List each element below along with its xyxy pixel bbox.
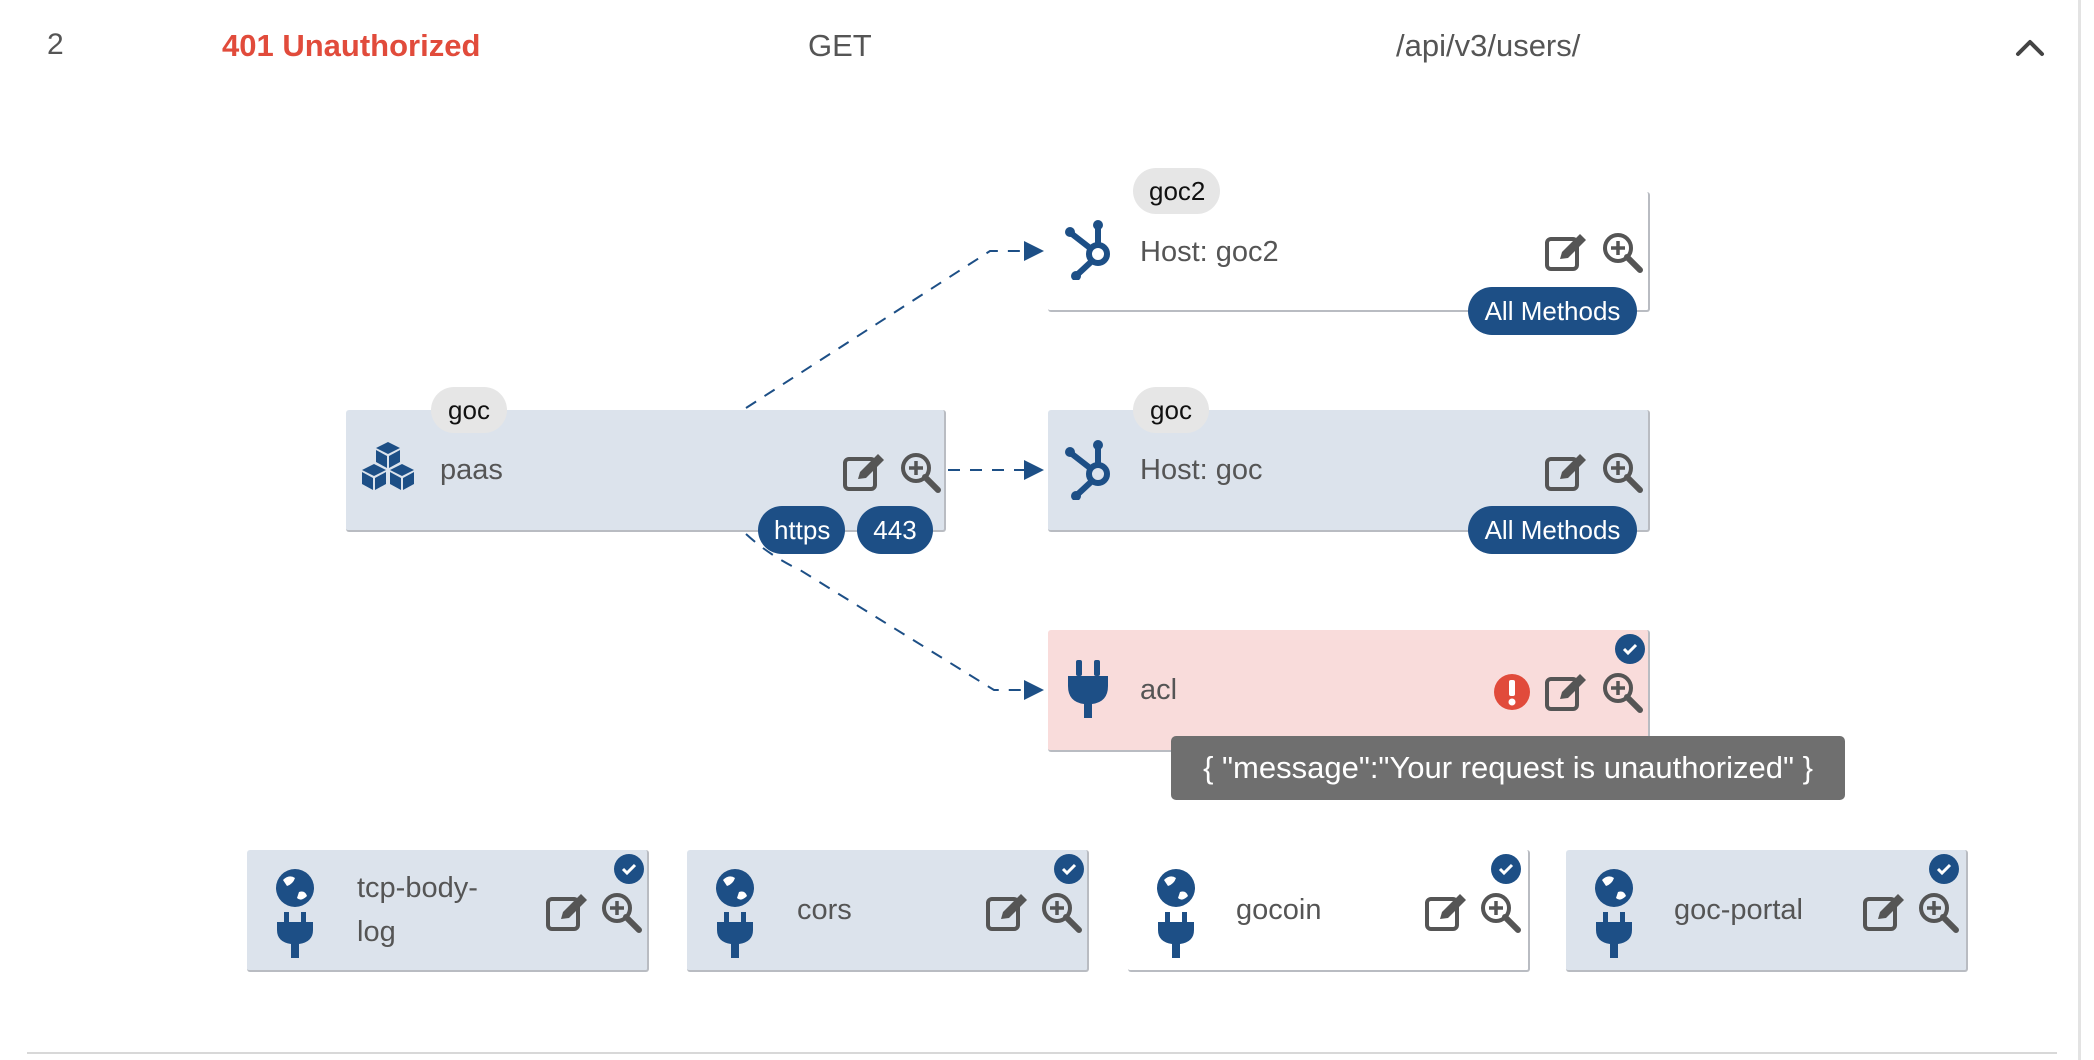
enabled-check-icon (1929, 854, 1959, 884)
enabled-check-icon (1615, 634, 1645, 664)
cubes-icon (358, 440, 418, 501)
error-exclamation-icon[interactable] (1490, 670, 1534, 714)
port-badge: 443 (857, 506, 933, 554)
enabled-check-icon (1054, 854, 1084, 884)
protocol-badge: https (758, 506, 845, 554)
edit-icon[interactable] (545, 890, 589, 934)
plugin-label: log (357, 916, 396, 948)
plugin-node-gocoin[interactable]: gocoin (1128, 850, 1530, 972)
route-tag: goc2 (1133, 168, 1220, 214)
globe-plug-icon (1592, 868, 1636, 965)
zoom-in-icon[interactable] (1039, 890, 1083, 934)
route-icon (1062, 440, 1118, 505)
zoom-in-icon[interactable] (1600, 670, 1644, 714)
plugin-node-tcp-body-log[interactable]: tcp-body- log (247, 850, 649, 972)
edit-icon[interactable] (1544, 230, 1588, 274)
request-index: 2 (47, 28, 64, 61)
service-node-paas[interactable]: paas (346, 410, 946, 532)
plug-icon (1066, 658, 1110, 725)
zoom-in-icon[interactable] (898, 450, 942, 494)
methods-badge: All Methods (1468, 506, 1637, 554)
plugin-label: cors (797, 894, 852, 926)
route-icon (1062, 220, 1118, 285)
zoom-in-icon[interactable] (1600, 230, 1644, 274)
globe-plug-icon (1154, 868, 1198, 965)
service-tag: goc (431, 387, 507, 433)
edit-icon[interactable] (985, 890, 1029, 934)
globe-plug-icon (713, 868, 757, 965)
plugin-label: acl (1140, 674, 1178, 706)
plugin-node-cors[interactable]: cors (687, 850, 1089, 972)
connector-to-goc2 (745, 241, 1044, 409)
edit-icon[interactable] (1544, 670, 1588, 714)
zoom-in-icon[interactable] (1600, 450, 1644, 494)
globe-plug-icon (273, 868, 317, 965)
methods-badge: All Methods (1468, 287, 1637, 335)
request-path: /api/v3/users/ (1396, 28, 1581, 63)
plugin-label: tcp-body- (357, 872, 478, 904)
plugin-label: gocoin (1236, 894, 1322, 926)
collapse-chevron-up-icon[interactable] (2010, 28, 2050, 68)
enabled-check-icon (614, 854, 644, 884)
zoom-in-icon[interactable] (599, 890, 643, 934)
error-tooltip: { "message":"Your request is unauthorize… (1171, 736, 1845, 800)
enabled-check-icon (1491, 854, 1521, 884)
route-tag: goc (1133, 387, 1209, 433)
plugin-node-acl[interactable]: acl (1048, 630, 1650, 752)
service-name: paas (440, 454, 503, 486)
route-label: Host: goc (1140, 454, 1263, 486)
plugin-node-goc-portal[interactable]: goc-portal (1566, 850, 1968, 972)
response-status: 401 Unauthorized (222, 28, 481, 63)
edit-icon[interactable] (842, 450, 886, 494)
plugin-label: goc-portal (1674, 894, 1803, 926)
zoom-in-icon[interactable] (1478, 890, 1522, 934)
right-scroll-edge (2078, 0, 2081, 1060)
request-method: GET (808, 28, 872, 63)
connector-to-acl (745, 533, 1044, 700)
zoom-in-icon[interactable] (1916, 890, 1960, 934)
route-label: Host: goc2 (1140, 236, 1279, 268)
row-divider (27, 1052, 2057, 1054)
edit-icon[interactable] (1862, 890, 1906, 934)
edit-icon[interactable] (1544, 450, 1588, 494)
edit-icon[interactable] (1424, 890, 1468, 934)
